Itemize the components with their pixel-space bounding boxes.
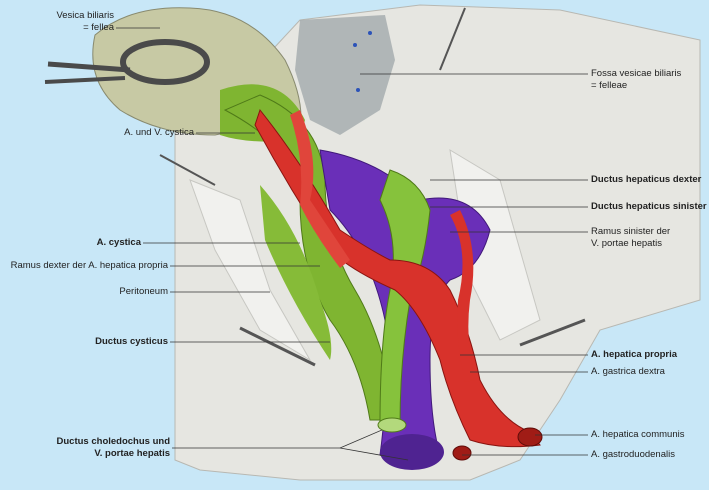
label-a-gastroduodenalis: A. gastroduodenalis (591, 449, 675, 460)
label-ductus-hepaticus-dexter: Ductus hepaticus dexter (591, 174, 702, 185)
label-peritoneum: Peritoneum (119, 286, 168, 297)
label-a-v-cystica: A. und V. cystica (124, 127, 194, 138)
label-ductus-cysticus: Ductus cysticus (95, 336, 168, 347)
retractor-needle (519, 318, 586, 347)
fossa-dot (353, 43, 357, 47)
forceps-shaft (47, 61, 131, 73)
bile-duct-tissue-left (260, 185, 332, 360)
retractor-needle (159, 154, 216, 186)
label-line: Ductus choledochus und (56, 436, 170, 447)
fossa-vesicae-biliaris (295, 15, 395, 135)
arteria-cystica (290, 110, 350, 268)
arteria-gastroduodenalis-lumen (452, 445, 472, 461)
label-ramus-dexter: Ramus dexter der A. hepatica propria (10, 260, 168, 271)
leader-lines (116, 27, 588, 461)
label-a-gastrica-dextra: A. gastrica dextra (591, 366, 665, 377)
label-line: Vesica biliaris (56, 10, 114, 21)
label-ramus-sinister: Ramus sinister der V. portae hepatis (591, 226, 706, 250)
label-fossa-vesicae: Fossa vesicae biliaris = felleae (591, 68, 706, 92)
arteria-hepatica-communis-lumen (517, 427, 543, 447)
label-line: = fellea (83, 22, 114, 33)
ramus-arteria (450, 210, 475, 382)
retractor-needle (439, 7, 466, 71)
label-line: Ramus sinister der (591, 226, 671, 237)
label-line: V. portae hepatis (591, 238, 662, 249)
forceps-shaft (44, 76, 126, 84)
fossa-dot (356, 88, 360, 92)
label-line: = felleae (591, 80, 628, 91)
label-ductus-choledochus: Ductus choledochus und V. portae hepatis (20, 436, 170, 460)
label-line: V. portae hepatis (94, 448, 170, 459)
label-ductus-hepaticus-sinister: Ductus hepaticus sinister (591, 201, 707, 212)
peritoneum-fold (189, 179, 312, 362)
retractor-needle (239, 326, 316, 367)
vena-portae-lumen (380, 434, 444, 470)
forceps-ring (120, 39, 210, 85)
label-a-hepatica-communis: A. hepatica communis (591, 429, 685, 440)
label-a-cystica: A. cystica (96, 237, 141, 248)
fossa-dot (368, 31, 372, 35)
label-a-hepatica-propria: A. hepatica propria (591, 349, 678, 360)
label-line: Fossa vesicae biliaris (591, 68, 682, 79)
ductus-choledochus-lumen (377, 417, 407, 433)
label-vesica-biliaris: Vesica biliaris = fellea (10, 10, 114, 34)
